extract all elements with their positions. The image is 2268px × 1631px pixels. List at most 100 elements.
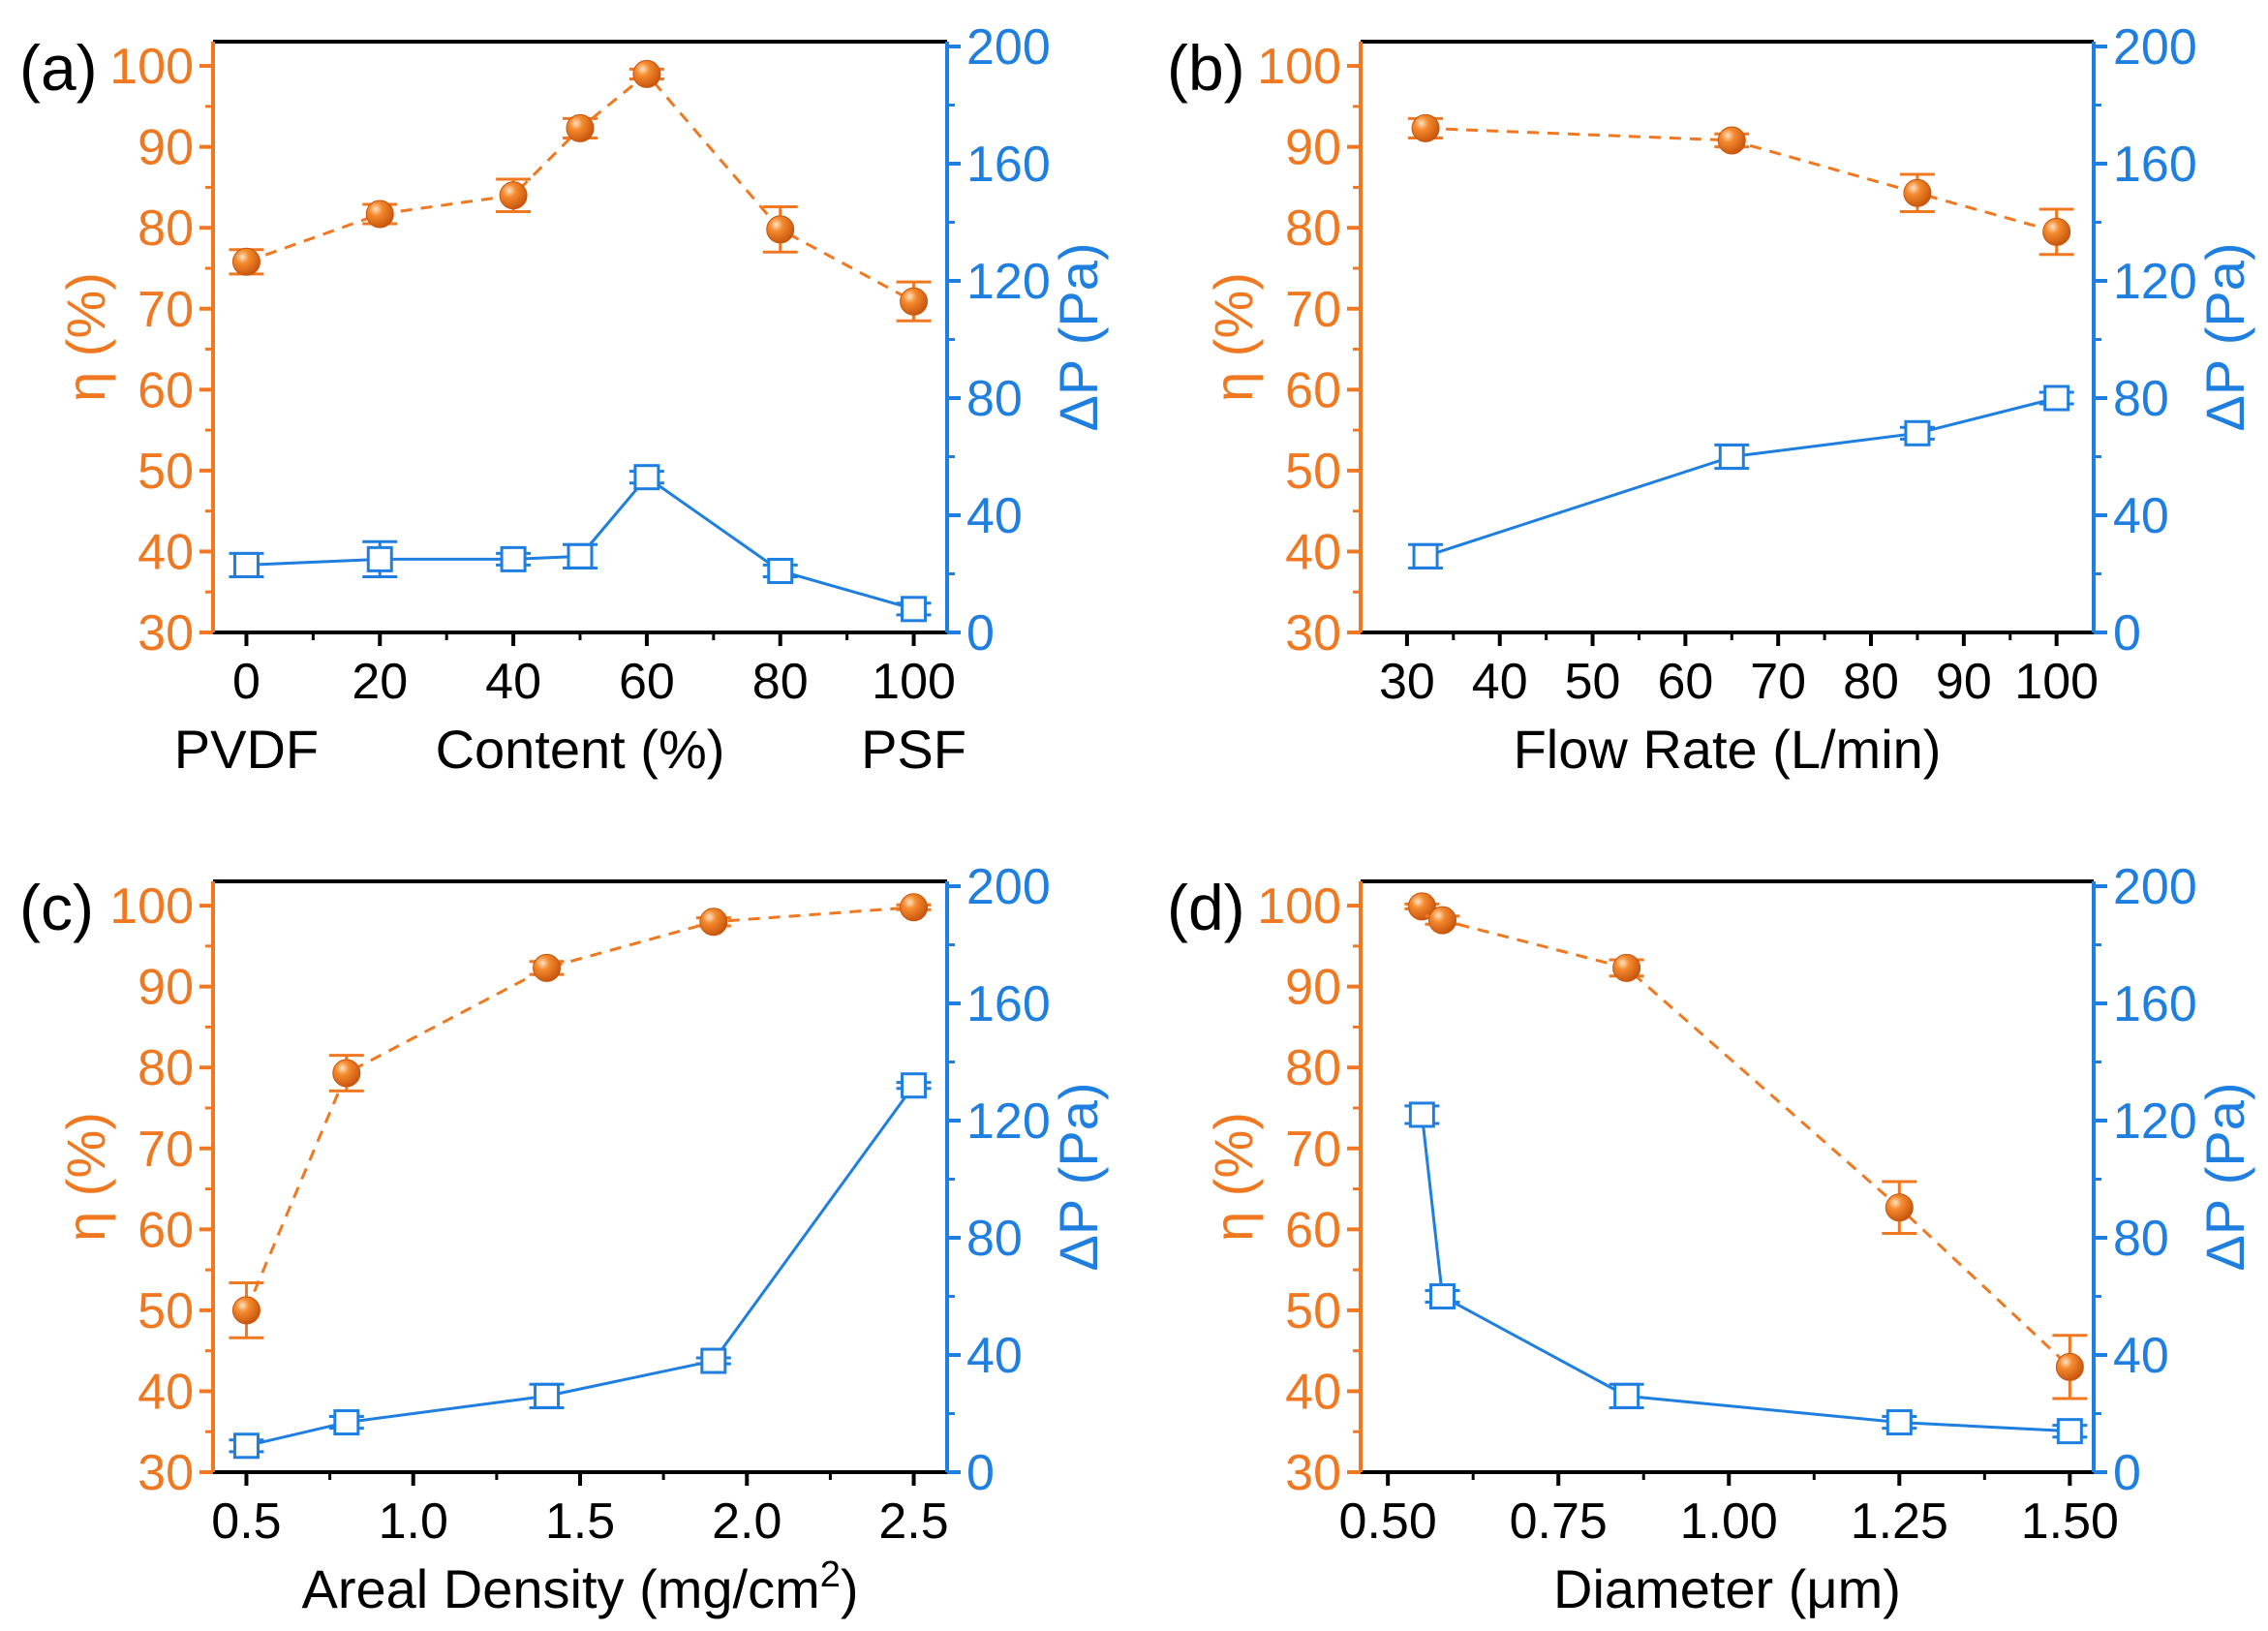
eta-data-point [1612,953,1641,982]
x-axis-title-superscript: 2 [820,1554,841,1595]
y-right-tick-label: 160 [966,137,1051,193]
eta-series-line [1425,126,2058,233]
y-right-tick-label: 160 [2113,976,2197,1032]
y-left-axis-title: η (%) [55,1112,116,1242]
eta-series-line [245,72,915,303]
dp-data-point [567,542,594,569]
x-tick-label: 2.0 [712,1493,782,1550]
y-left-tick-label: 50 [138,444,194,500]
y-left-tick-label: 60 [1285,362,1341,418]
y-right-tick-label: 200 [966,859,1051,915]
dp-data-point [500,545,527,572]
eta-data-point [1717,126,1746,155]
y-right-axis-title: ΔP (Pa) [2194,242,2255,431]
dp-data-point [2043,385,2070,412]
y-left-tick-label: 80 [138,200,194,257]
x-tick-label: 70 [1750,654,1806,710]
dp-series-line [246,475,914,611]
y-right-tick-label: 0 [2113,605,2141,662]
eta-data-point [332,1059,361,1088]
y-right-tick-label: 80 [966,1211,1023,1267]
y-left-tick-label: 30 [1285,1445,1341,1501]
y-right-tick-label: 200 [966,19,1051,76]
x-tick-label: 90 [1936,654,1992,710]
dp-data-point [901,596,928,623]
dp-data-point [232,551,260,578]
eta-data-point [231,1296,261,1325]
dp-data-point [1885,1409,1913,1436]
y-left-tick-label: 90 [138,120,194,176]
x-tick-label: 20 [352,654,408,710]
y-left-tick-label: 70 [138,282,194,338]
y-right-tick-label: 0 [966,605,995,662]
y-right-tick-label: 40 [966,488,1023,544]
y-right-axis-title: ΔP (Pa) [1048,1082,1109,1271]
y-left-tick-label: 70 [1285,282,1341,338]
eta-data-point [499,181,528,210]
x-axis-title-text: Areal Density (mg/cm [301,1558,819,1619]
x-tick-label: 100 [2014,654,2099,710]
eta-series-line [245,906,914,1311]
y-left-tick-label: 80 [1285,200,1341,257]
dp-data-point [767,557,794,584]
eta-data-point [365,200,394,229]
eta-data-point [1407,892,1436,921]
y-right-tick-label: 120 [2113,254,2197,310]
y-left-tick-label: 70 [138,1122,194,1178]
x-tick-label: 0.75 [1510,1493,1608,1550]
y-left-tick-label: 40 [1285,1364,1341,1420]
x-axis-title-text: Diameter (μm) [1553,1558,1901,1619]
eta-data-point [1903,178,1932,207]
y-right-tick-label: 80 [2113,371,2169,427]
dp-data-point [1613,1382,1640,1409]
dp-data-point [1412,542,1439,569]
dp-series-line [1425,396,2058,558]
dp-data-point [2056,1418,2083,1445]
dp-data-point [1718,444,1745,471]
y-left-axis-title: η (%) [1203,1112,1264,1242]
y-right-tick-label: 80 [2113,1211,2169,1267]
eta-data-point [766,215,795,244]
y-left-tick-label: 90 [1285,120,1341,176]
x-tick-label: 1.50 [2021,1493,2119,1550]
y-left-tick-label: 30 [138,1445,194,1501]
y-left-tick-label: 40 [138,524,194,580]
eta-data-point [632,59,661,88]
x-tick-label: 1.00 [1680,1493,1778,1550]
x-tick-label: 0 [232,654,261,710]
y-right-tick-label: 80 [966,371,1023,427]
dp-series-line [246,1084,915,1448]
y-right-axis-title: ΔP (Pa) [2194,1082,2255,1271]
eta-data-point [900,287,929,316]
x-tick-label: 50 [1565,654,1621,710]
y-left-tick-label: 70 [1285,1122,1341,1178]
eta-data-point [1428,906,1457,935]
x-tick-label: 80 [752,654,809,710]
eta-data-point [1885,1193,1914,1222]
y-left-tick-label: 30 [138,605,194,662]
y-left-axis-title: η (%) [55,272,116,402]
x-tick-label: 100 [872,654,956,710]
dp-data-point [901,1072,928,1099]
dp-data-point [1408,1101,1435,1128]
x-axis-title: Diameter (μm) [1553,1558,1901,1619]
y-right-tick-label: 200 [2113,859,2197,915]
x-axis-title-part: Flow Rate (L/min) [1514,719,1942,780]
dp-data-point [1429,1283,1456,1310]
y-right-tick-label: 40 [966,1328,1023,1384]
y-right-tick-label: 160 [966,976,1051,1032]
dp-data-point [232,1432,260,1460]
x-axis-title: Areal Density (mg/cm2) [301,1554,858,1619]
panel-label: (b) [1167,32,1245,104]
y-left-tick-label: 100 [109,878,194,935]
x-axis-title-part: PSF [861,719,966,780]
x-axis-title-end: ) [841,1558,859,1619]
x-tick-label: 80 [1843,654,1899,710]
y-left-tick-label: 80 [138,1040,194,1096]
eta-data-point [900,893,929,922]
y-left-tick-label: 100 [1257,39,1341,95]
y-right-tick-label: 200 [2113,19,2197,76]
y-left-tick-label: 60 [138,362,194,418]
